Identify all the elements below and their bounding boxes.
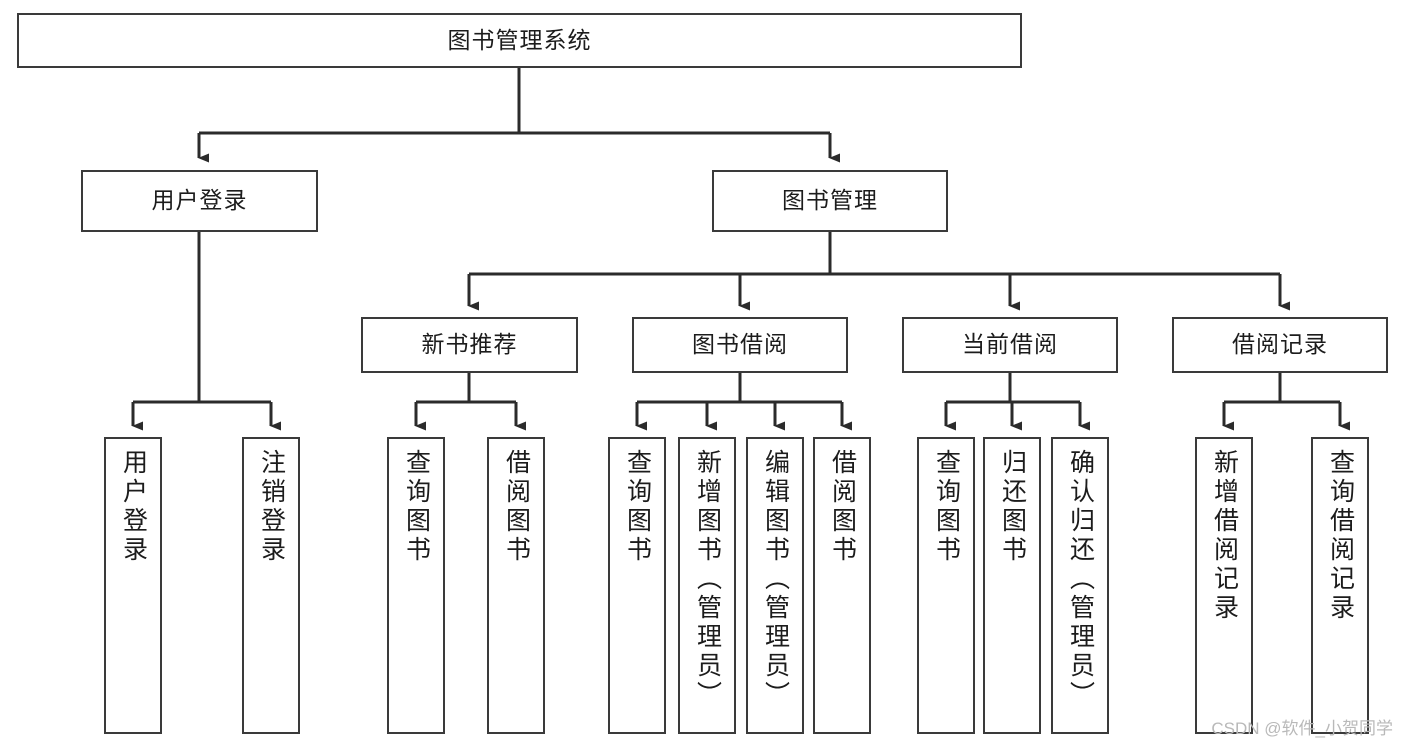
- node-book-management[interactable]: 图书管理: [712, 170, 948, 232]
- node-label: 查询图书: [402, 449, 431, 565]
- node-label: 编辑图书（管理员）: [761, 449, 790, 710]
- leaf-add-borrow-record[interactable]: 新增借阅记录: [1195, 437, 1253, 734]
- node-user-login[interactable]: 用户登录: [81, 170, 318, 232]
- node-label: 确认归还（管理员）: [1066, 449, 1095, 710]
- node-label: 新增借阅记录: [1210, 449, 1239, 623]
- node-label: 归还图书: [998, 449, 1027, 565]
- leaf-confirm-return-admin[interactable]: 确认归还（管理员）: [1051, 437, 1109, 734]
- node-label: 查询图书: [932, 449, 961, 565]
- node-label: 借阅记录: [1232, 331, 1328, 358]
- node-label: 查询借阅记录: [1326, 449, 1355, 623]
- leaf-query-book-recommend[interactable]: 查询图书: [387, 437, 445, 734]
- leaf-return-book[interactable]: 归还图书: [983, 437, 1041, 734]
- leaf-query-book-borrow[interactable]: 查询图书: [608, 437, 666, 734]
- node-book-borrow[interactable]: 图书借阅: [632, 317, 848, 373]
- leaf-query-borrow-record[interactable]: 查询借阅记录: [1311, 437, 1369, 734]
- watermark: CSDN @软件_小贺同学: [1211, 719, 1393, 738]
- leaf-borrow-book-recommend[interactable]: 借阅图书: [487, 437, 545, 734]
- node-new-book-recommend[interactable]: 新书推荐: [361, 317, 578, 373]
- node-label: 用户登录: [119, 449, 148, 565]
- node-label: 当前借阅: [962, 331, 1058, 358]
- node-label: 图书管理: [782, 187, 878, 214]
- node-label: 借阅图书: [502, 449, 531, 565]
- node-current-borrow[interactable]: 当前借阅: [902, 317, 1118, 373]
- node-label: 图书管理系统: [447, 26, 592, 53]
- leaf-borrow-book[interactable]: 借阅图书: [813, 437, 871, 734]
- node-root-system[interactable]: 图书管理系统: [17, 13, 1022, 68]
- node-label: 新书推荐: [421, 331, 518, 358]
- leaf-edit-book-admin[interactable]: 编辑图书（管理员）: [746, 437, 804, 734]
- leaf-logout[interactable]: 注销登录: [242, 437, 300, 734]
- node-label: 注销登录: [257, 449, 286, 565]
- node-label: 用户登录: [151, 187, 248, 214]
- leaf-user-login[interactable]: 用户登录: [104, 437, 162, 734]
- leaf-query-book-current[interactable]: 查询图书: [917, 437, 975, 734]
- leaf-add-book-admin[interactable]: 新增图书（管理员）: [678, 437, 736, 734]
- node-label: 借阅图书: [828, 449, 857, 565]
- node-label: 新增图书（管理员）: [693, 449, 722, 710]
- node-label: 查询图书: [623, 449, 652, 565]
- node-borrow-records[interactable]: 借阅记录: [1172, 317, 1388, 373]
- node-label: 图书借阅: [692, 331, 788, 358]
